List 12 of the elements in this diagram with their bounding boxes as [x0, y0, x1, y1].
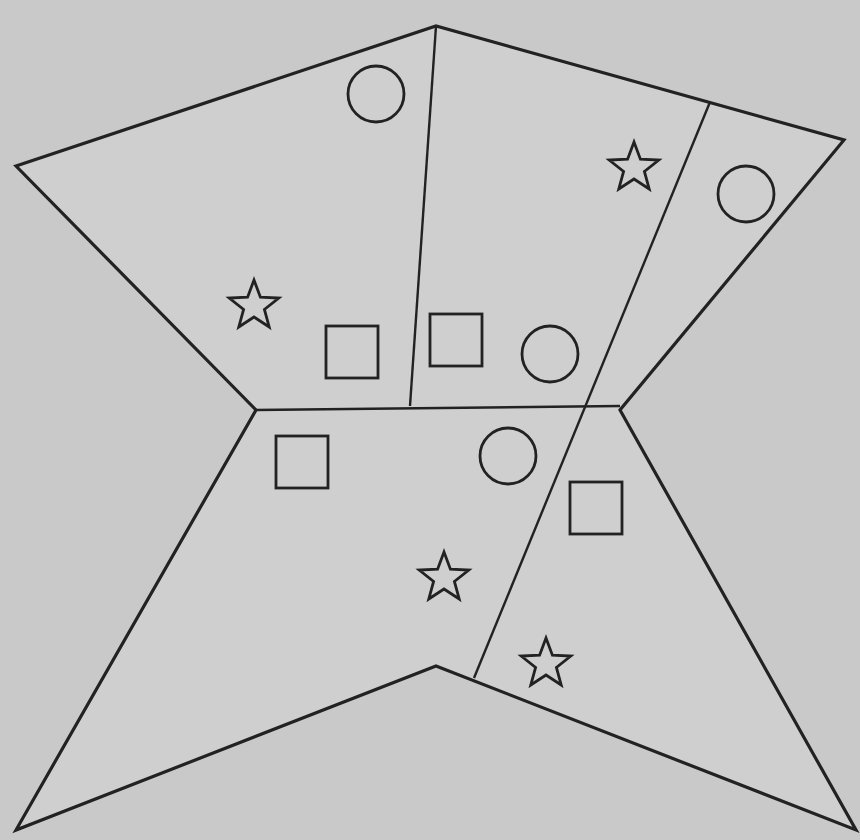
circle-symbol [518, 322, 582, 386]
star-icon [514, 630, 578, 694]
circle-symbol [344, 62, 408, 126]
star-icon [222, 272, 286, 336]
square-symbol [424, 308, 488, 372]
circle-symbol [476, 424, 540, 488]
star-icon [412, 544, 476, 608]
square-symbol [564, 476, 628, 540]
star-icon [602, 134, 666, 198]
circle-symbol [714, 162, 778, 226]
square-symbol [270, 430, 334, 494]
square-symbol [320, 320, 384, 384]
